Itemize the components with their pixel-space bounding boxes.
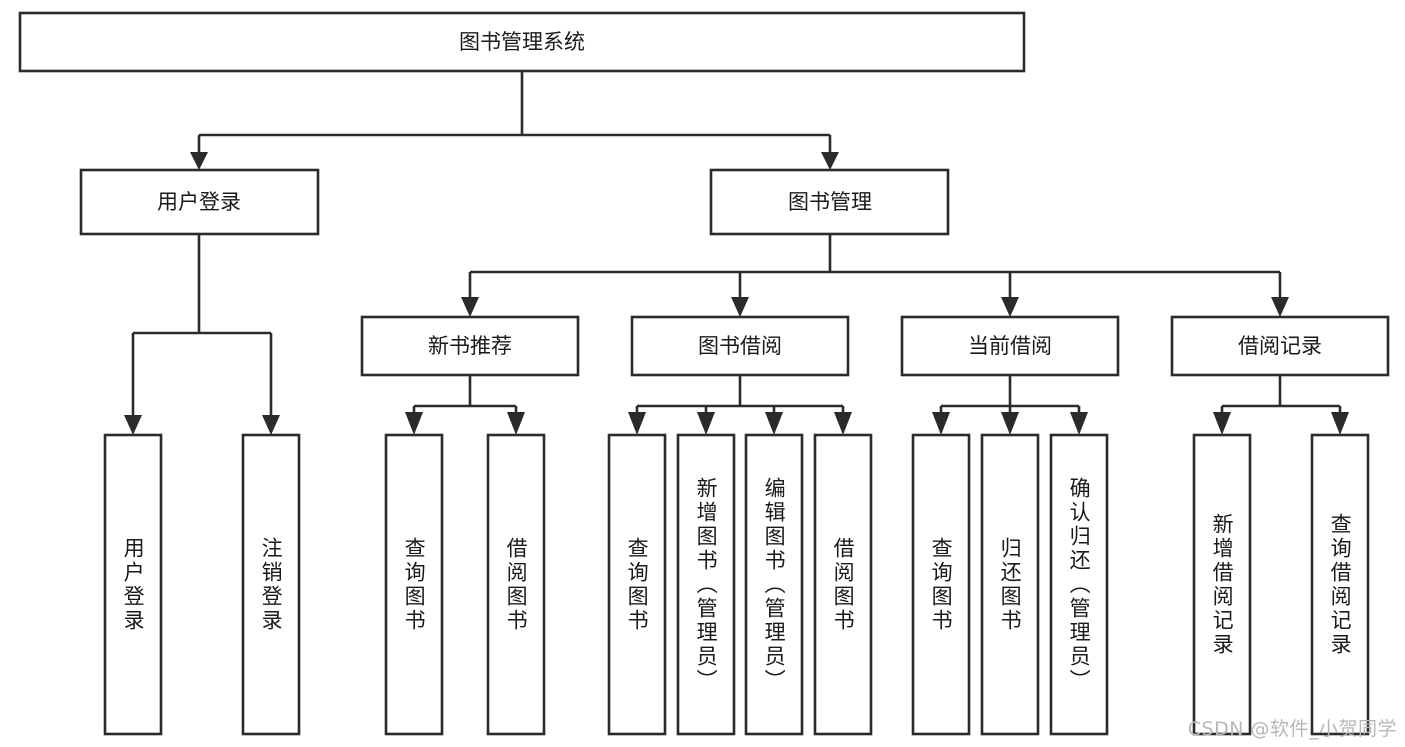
- arrow-br-leaf1: [1213, 412, 1231, 435]
- arrow-current-borrow: [1001, 297, 1019, 317]
- arrow-new-book-recommend: [461, 297, 479, 317]
- node-leaf-confirm-return-box[interactable]: [1049, 433, 1109, 736]
- arrow-book-borrow: [731, 297, 749, 317]
- node-leaf-query-book-1-box[interactable]: [384, 433, 444, 736]
- node-leaf-query-book-3-box[interactable]: [911, 433, 971, 736]
- node-root-box[interactable]: [18, 11, 1026, 73]
- arrow-cb-leaf1: [932, 412, 950, 435]
- node-user-login-label: 用户登录: [157, 190, 241, 214]
- node-user-login-box[interactable]: [79, 168, 320, 236]
- arrow-bb-leaf2: [697, 412, 715, 435]
- node-leaf-query-book-2-box[interactable]: [607, 433, 667, 736]
- node-leaf-add-book-box[interactable]: [676, 433, 736, 736]
- node-book-borrow-label: 图书借阅: [698, 334, 782, 358]
- node-leaf-add-record-box[interactable]: [1192, 433, 1252, 736]
- node-leaf-logout-login-box[interactable]: [241, 433, 301, 736]
- node-layer: 图书管理系统 用户登录 图书管理 新书推荐 图书借阅 当前借阅 借阅记录: [18, 11, 1390, 736]
- arrow-leaf-logout: [262, 415, 280, 435]
- arrow-nb-leaf1: [405, 412, 423, 435]
- arrow-br-leaf2: [1331, 412, 1349, 435]
- node-leaf-borrow-book-2-box[interactable]: [813, 433, 873, 736]
- arrow-bb-leaf4: [834, 412, 852, 435]
- arrow-cb-leaf2: [1001, 412, 1019, 435]
- node-book-borrow-box[interactable]: [630, 315, 850, 377]
- node-root-label: 图书管理系统: [459, 30, 585, 54]
- arrow-borrow-record: [1271, 297, 1289, 317]
- arrow-nb-leaf2: [507, 412, 525, 435]
- node-borrow-record-label: 借阅记录: [1238, 334, 1322, 358]
- arrow-cb-leaf3: [1070, 412, 1088, 435]
- node-new-book-recommend-box[interactable]: [360, 315, 580, 377]
- node-current-borrow-label: 当前借阅: [968, 334, 1052, 358]
- csdn-watermark: CSDN @软件_小贺同学: [1187, 718, 1397, 740]
- node-borrow-record-box[interactable]: [1170, 315, 1390, 377]
- node-current-borrow-box[interactable]: [900, 315, 1120, 377]
- node-leaf-user-login-box[interactable]: [103, 433, 163, 736]
- edge-layer: [124, 71, 1349, 435]
- node-leaf-edit-book-box[interactable]: [744, 433, 804, 736]
- node-leaf-query-record-box[interactable]: [1310, 433, 1370, 736]
- node-new-book-recommend-label: 新书推荐: [428, 334, 512, 358]
- node-leaf-return-book-box[interactable]: [980, 433, 1040, 736]
- node-book-manage-box[interactable]: [709, 168, 950, 236]
- node-leaf-borrow-book-1-box[interactable]: [486, 433, 546, 736]
- arrow-leaf-user-login: [124, 415, 142, 435]
- node-book-manage-label: 图书管理: [788, 190, 872, 214]
- arrow-bb-leaf3: [765, 412, 783, 435]
- arrow-user-login: [190, 152, 208, 170]
- arrow-bb-leaf1: [628, 412, 646, 435]
- arrow-book-manage: [821, 152, 839, 170]
